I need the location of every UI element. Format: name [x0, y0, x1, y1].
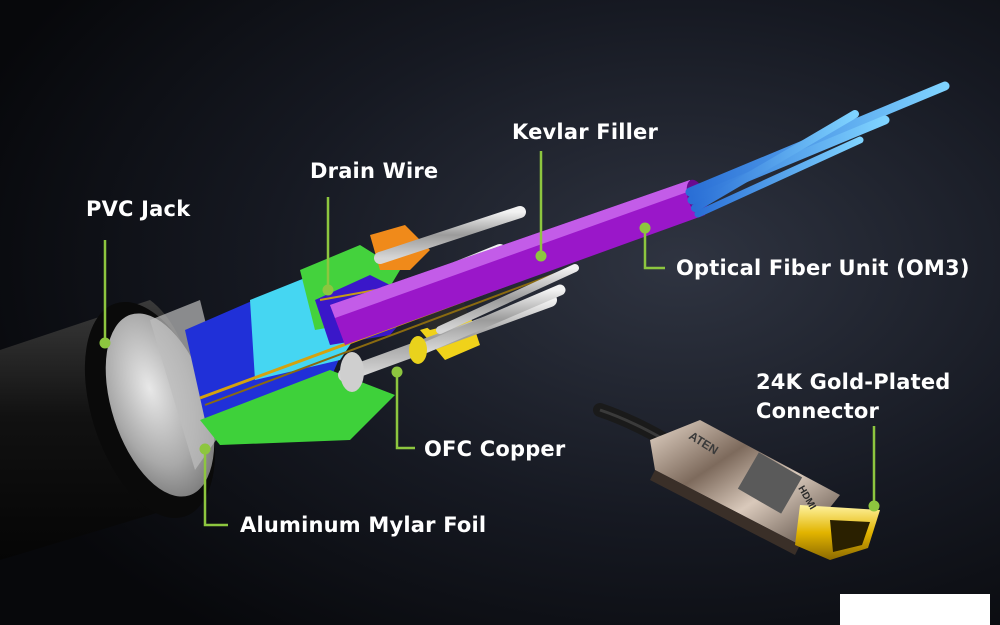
label-drain-wire: Drain Wire: [310, 159, 439, 183]
label-connector-line2: Connector: [756, 399, 880, 423]
blue-optical-fibers: [685, 81, 950, 218]
label-aluminum-mylar-foil: Aluminum Mylar Foil: [240, 513, 487, 537]
hdmi-connector: ATEN HDMI: [593, 403, 880, 560]
label-ofc-copper: OFC Copper: [424, 437, 566, 461]
label-connector-line1: 24K Gold-Plated: [756, 370, 951, 394]
white-box: [840, 594, 990, 625]
label-pvc-jack: PVC Jack: [86, 197, 191, 221]
label-kevlar-filler: Kevlar Filler: [512, 120, 659, 144]
label-optical-fiber-unit: Optical Fiber Unit (OM3): [676, 256, 970, 280]
callout-dots: [99, 222, 880, 512]
callout-lines: [103, 151, 876, 527]
